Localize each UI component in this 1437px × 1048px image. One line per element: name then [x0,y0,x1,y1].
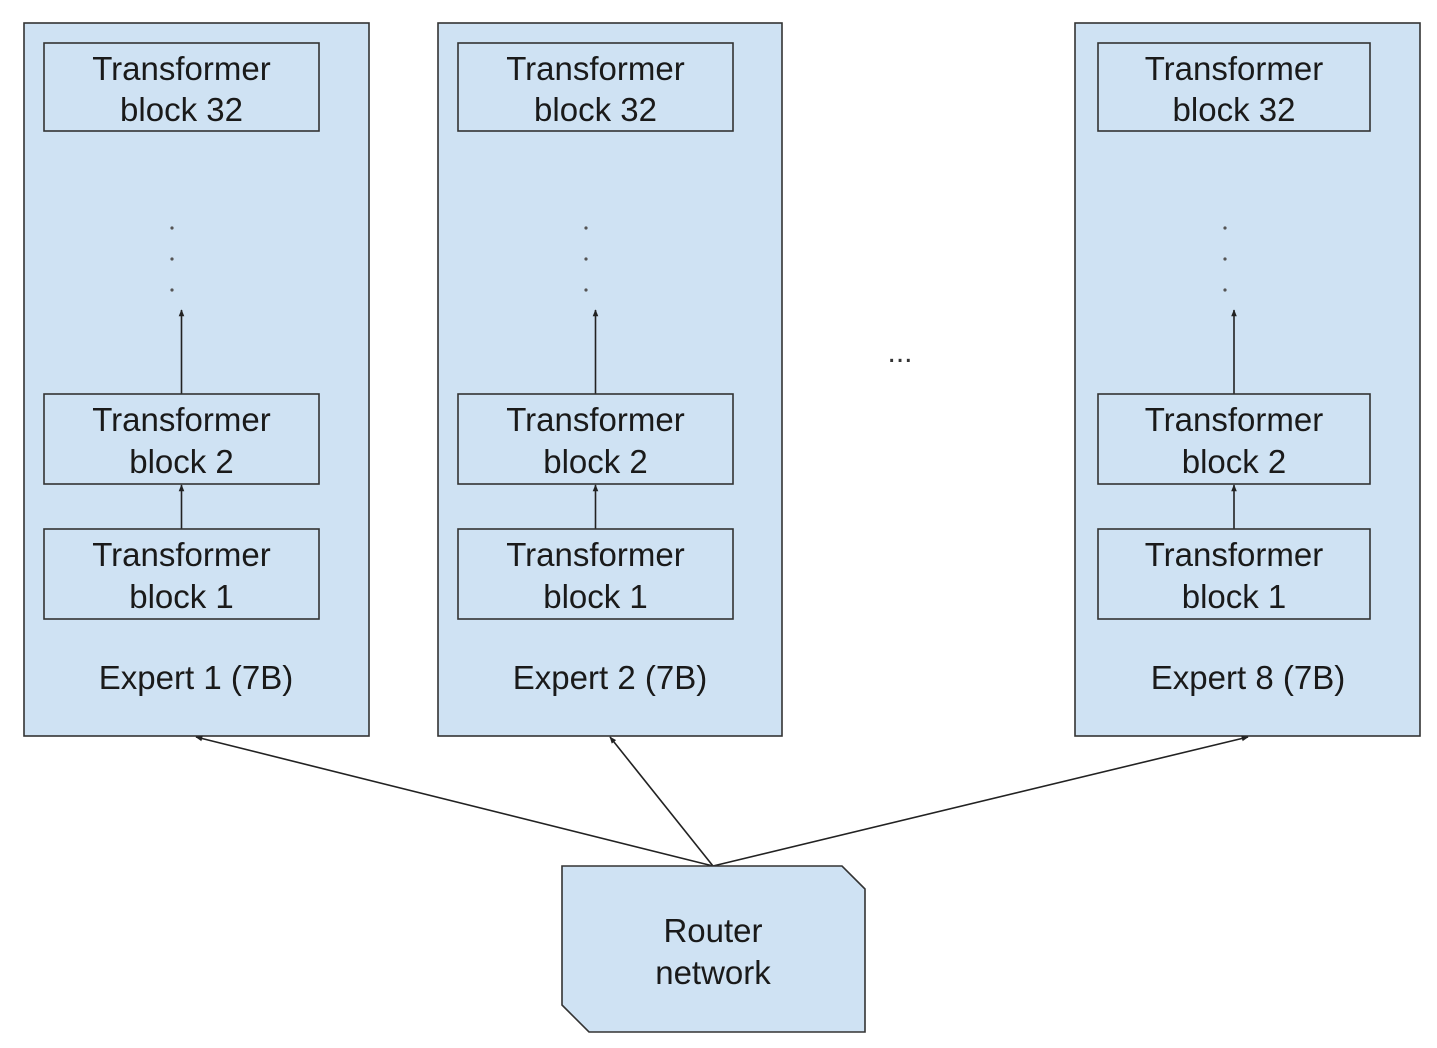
transformer-block-2-e8: Transformer block 2 [1097,393,1371,485]
horizontal-ellipsis: ... [887,336,912,369]
transformer-block-1-e2: Transformer block 1 [457,528,734,620]
block-1-e1-line2: block 1 [129,578,234,615]
block-1-e2-line2: block 1 [543,578,648,615]
block-32-e2-line1: Transformer [506,50,684,87]
router-arrow-to-expert-8 [712,735,1249,867]
block-32-e2-line2: block 32 [534,91,657,128]
vertical-ellipsis-e2 [584,226,588,292]
transformer-block-32-e8: Transformer block 32 [1097,42,1371,132]
router-network-shape [561,865,866,1033]
router-line1: Router [663,912,762,949]
router-line2: network [655,954,771,991]
vertical-ellipsis-e1 [170,226,174,292]
block-2-e2-line2: block 2 [543,443,648,480]
expert-panel-2: Transformer block 32 Transformer block 2… [437,22,783,737]
transformer-block-2-e2: Transformer block 2 [457,393,734,485]
expert-panel-1: Transformer block 32 Transformer block 2… [23,22,370,737]
transformer-block-1-e8: Transformer block 1 [1097,528,1371,620]
block-32-e8-line2: block 32 [1173,91,1296,128]
expert-1-label: Expert 1 (7B) [99,659,293,696]
block-1-e8-line1: Transformer [1145,536,1323,573]
expert-8-label: Expert 8 (7B) [1151,659,1345,696]
block-2-e8-line2: block 2 [1182,443,1287,480]
expert-panel-8: Transformer block 32 Transformer block 2… [1074,22,1421,737]
block-32-e8-line1: Transformer [1145,50,1323,87]
transformer-block-1-e1: Transformer block 1 [43,528,320,620]
expert-2-label: Expert 2 (7B) [513,659,707,696]
block-32-e1-line1: Transformer [92,50,270,87]
router-arrow-to-expert-2 [609,736,714,867]
block-1-e8-line2: block 1 [1182,578,1287,615]
block-1-e2-line1: Transformer [506,536,684,573]
block-2-e1-line1: Transformer [92,401,270,438]
block-2-e2-line1: Transformer [506,401,684,438]
router-network: Router network [561,865,866,1033]
transformer-block-2-e1: Transformer block 2 [43,393,320,485]
block-1-e1-line1: Transformer [92,536,270,573]
transformer-block-32-e2: Transformer block 32 [457,42,734,132]
vertical-ellipsis-e8 [1223,226,1227,292]
block-2-e1-line2: block 2 [129,443,234,480]
transformer-block-32-e1: Transformer block 32 [43,42,320,132]
block-2-e8-line1: Transformer [1145,401,1323,438]
router-arrow-to-expert-1 [195,735,714,867]
block-32-e1-line2: block 32 [120,91,243,128]
